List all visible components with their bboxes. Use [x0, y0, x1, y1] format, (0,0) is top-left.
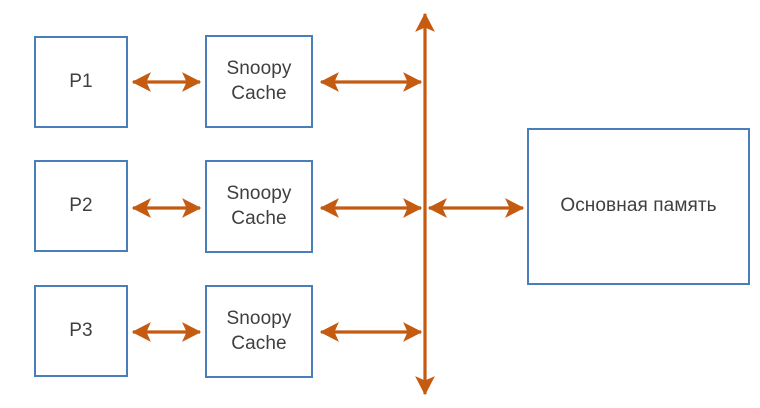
processor-box-p1[interactable]: P1: [34, 36, 128, 128]
cache-label-2: Snoopy Cache: [226, 183, 292, 229]
processor-label-p3: P3: [69, 319, 93, 341]
cache-box-3[interactable]: Snoopy Cache: [205, 285, 313, 378]
cache-box-2[interactable]: Snoopy Cache: [205, 160, 313, 253]
cache-label-1: Snoopy Cache: [226, 58, 292, 104]
processor-label-p1: P1: [69, 70, 93, 92]
main-memory-label: Основная память: [560, 195, 717, 217]
cache-box-1[interactable]: Snoopy Cache: [205, 35, 313, 128]
main-memory-box[interactable]: Основная память: [527, 128, 750, 285]
cache-label-3: Snoopy Cache: [226, 308, 292, 354]
processor-box-p3[interactable]: P3: [34, 285, 128, 377]
processor-box-p2[interactable]: P2: [34, 160, 128, 252]
processor-label-p2: P2: [69, 194, 93, 216]
